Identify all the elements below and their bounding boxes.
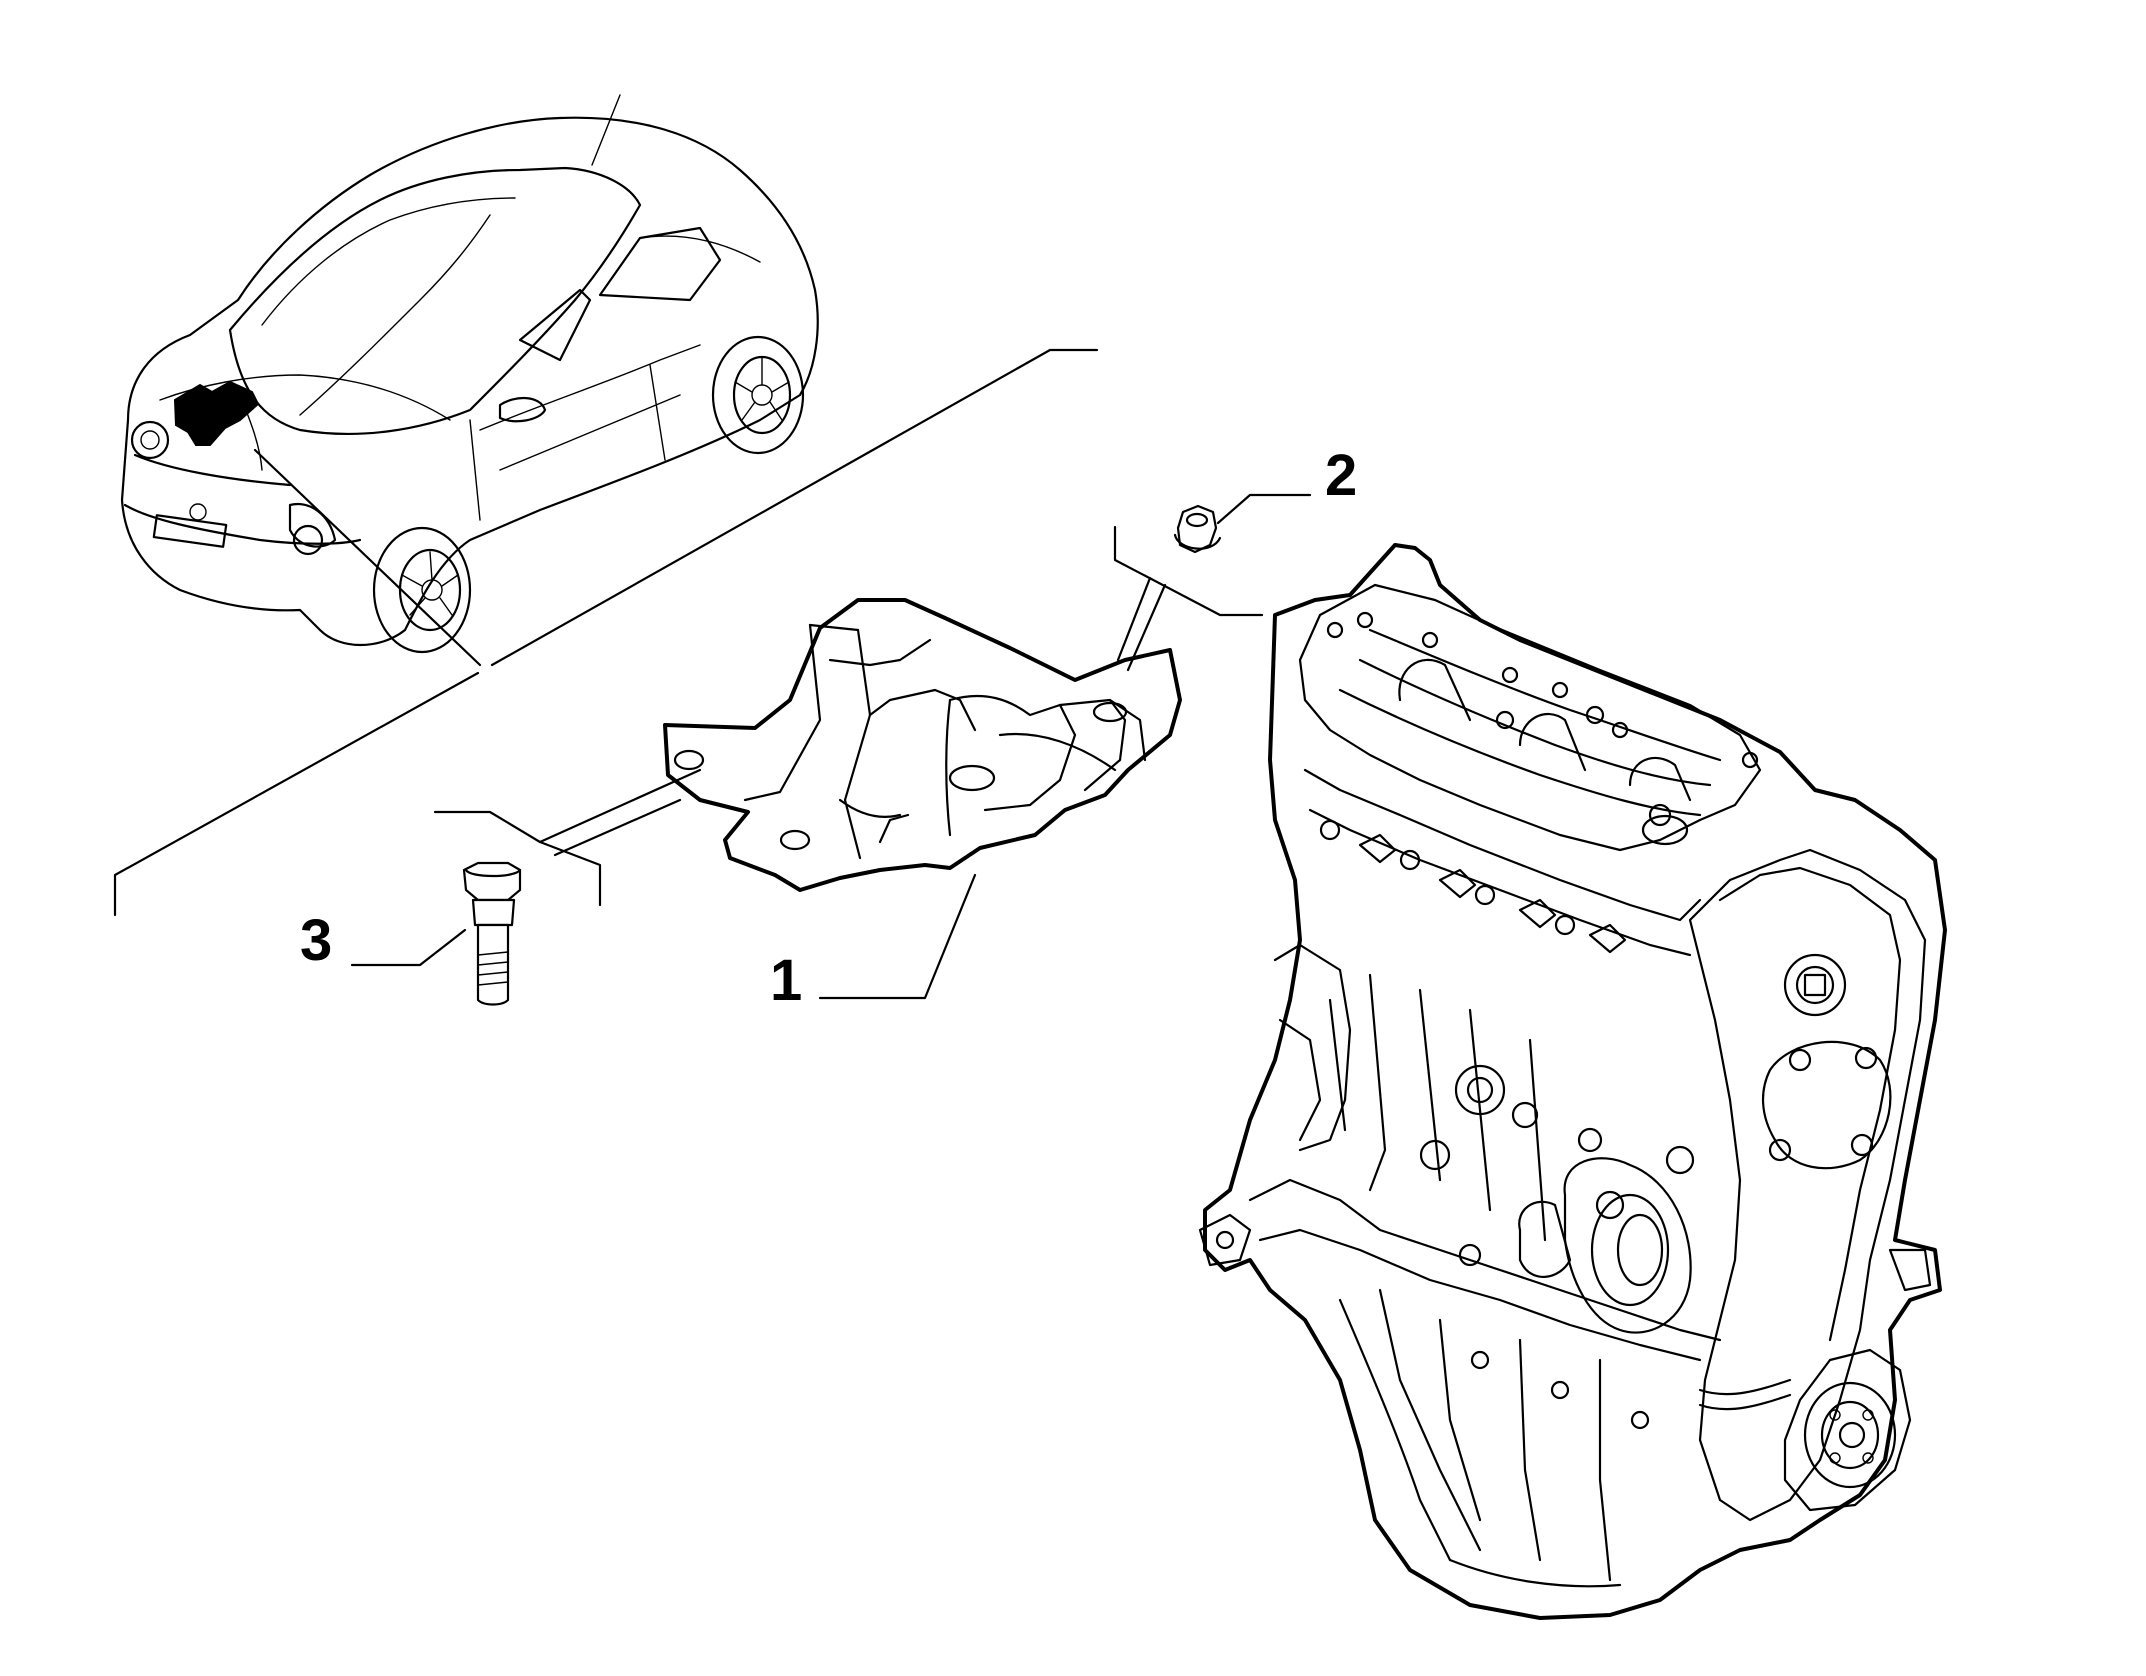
bolt	[462, 861, 522, 1006]
callout-2: 2	[1325, 443, 1357, 508]
callouts: 1 2 3	[300, 443, 1357, 1013]
engine-mount	[663, 598, 1182, 892]
crank-pulley	[1783, 1348, 1912, 1512]
callout-3: 3	[300, 908, 332, 973]
car-illustration	[120, 94, 819, 667]
leader-lines	[113, 348, 1312, 1000]
flange-nut	[1173, 504, 1222, 554]
callout-1: 1	[770, 948, 802, 1013]
head-ports	[1319, 819, 1627, 954]
engine-block	[1198, 543, 1947, 1620]
cam-cover-studs	[1326, 611, 1759, 827]
